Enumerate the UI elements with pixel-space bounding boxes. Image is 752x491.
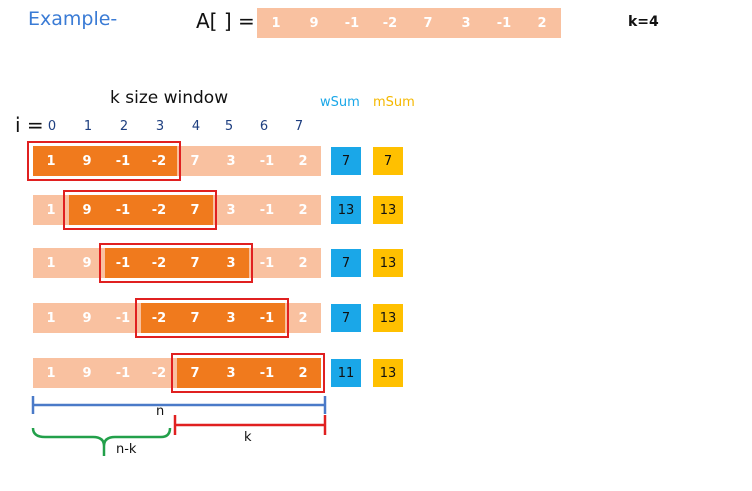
array-cell: 1 xyxy=(33,248,69,278)
index-number: 4 xyxy=(191,119,201,134)
array-cell: -1 xyxy=(105,358,141,388)
array-cell: 3 xyxy=(213,248,249,278)
array-cell: 9 xyxy=(69,358,105,388)
index-number: 6 xyxy=(259,119,269,134)
array-cell: 7 xyxy=(177,358,213,388)
array-label: A[ ] = xyxy=(196,9,255,33)
array-cell: -2 xyxy=(141,146,177,176)
array-cell: -1 xyxy=(333,8,371,38)
array-cell: 3 xyxy=(213,146,249,176)
n-minus-k-brace xyxy=(31,427,172,447)
array-cell: 3 xyxy=(213,303,249,333)
msum-value: 13 xyxy=(373,304,403,332)
array-cell: 7 xyxy=(177,195,213,225)
index-number: 1 xyxy=(83,119,93,134)
wsum-value: 7 xyxy=(331,147,361,175)
example-title: Example- xyxy=(28,8,118,30)
array-cell: 2 xyxy=(285,303,321,333)
k-label: k xyxy=(244,430,252,445)
n-bracket xyxy=(31,396,327,414)
array-cell: 9 xyxy=(69,195,105,225)
window-label: k size window xyxy=(110,88,229,108)
wsum-value: 13 xyxy=(331,196,361,224)
array-cell: -1 xyxy=(249,358,285,388)
array-cell: -1 xyxy=(249,195,285,225)
index-label: i = xyxy=(15,113,44,137)
array-cell: 3 xyxy=(213,358,249,388)
index-number: 2 xyxy=(119,119,129,134)
wsum-header: wSum xyxy=(320,95,360,110)
wsum-value: 7 xyxy=(331,249,361,277)
array-cell: 9 xyxy=(69,146,105,176)
msum-value: 13 xyxy=(373,249,403,277)
array-cell: 2 xyxy=(523,8,561,38)
wsum-value: 7 xyxy=(331,304,361,332)
array-cell: 3 xyxy=(447,8,485,38)
array-cell: -1 xyxy=(105,195,141,225)
index-number: 5 xyxy=(224,119,234,134)
array-cell: -2 xyxy=(141,303,177,333)
index-number: 7 xyxy=(294,119,304,134)
array-cell: -1 xyxy=(249,303,285,333)
msum-value: 7 xyxy=(373,147,403,175)
array-cell: -1 xyxy=(249,146,285,176)
array-cell: 7 xyxy=(409,8,447,38)
array-cell: 1 xyxy=(257,8,295,38)
array-cell: -1 xyxy=(105,146,141,176)
array-cell: -2 xyxy=(371,8,409,38)
window-highlight xyxy=(135,298,289,338)
index-number: 3 xyxy=(155,119,165,134)
array-cell: 2 xyxy=(285,248,321,278)
array-cell: 2 xyxy=(285,358,321,388)
msum-header: mSum xyxy=(373,95,415,110)
array-cell: 2 xyxy=(285,146,321,176)
wsum-value: 11 xyxy=(331,359,361,387)
n-label: n xyxy=(156,404,165,419)
array-cell: -1 xyxy=(485,8,523,38)
n-minus-k-label: n-k xyxy=(116,442,137,457)
array-cell: 7 xyxy=(177,303,213,333)
array-cell: 9 xyxy=(69,303,105,333)
array-cell: 1 xyxy=(33,358,69,388)
index-number: 0 xyxy=(47,119,57,134)
array-cell: 7 xyxy=(177,146,213,176)
window-highlight xyxy=(27,141,181,181)
array-cell: -1 xyxy=(105,248,141,278)
array-cell: 1 xyxy=(33,146,69,176)
window-highlight xyxy=(63,190,217,230)
k-value-label: k=4 xyxy=(628,14,659,30)
array-cell: 1 xyxy=(33,303,69,333)
array-cell: -1 xyxy=(249,248,285,278)
array-cell: 2 xyxy=(285,195,321,225)
array-cell: -2 xyxy=(141,195,177,225)
k-bracket xyxy=(173,415,327,435)
msum-value: 13 xyxy=(373,359,403,387)
window-highlight xyxy=(99,243,253,283)
array-cell: -2 xyxy=(141,248,177,278)
window-highlight xyxy=(171,353,325,393)
array-cell: 3 xyxy=(213,195,249,225)
msum-value: 13 xyxy=(373,196,403,224)
array-cell: 7 xyxy=(177,248,213,278)
array-cell: 9 xyxy=(295,8,333,38)
